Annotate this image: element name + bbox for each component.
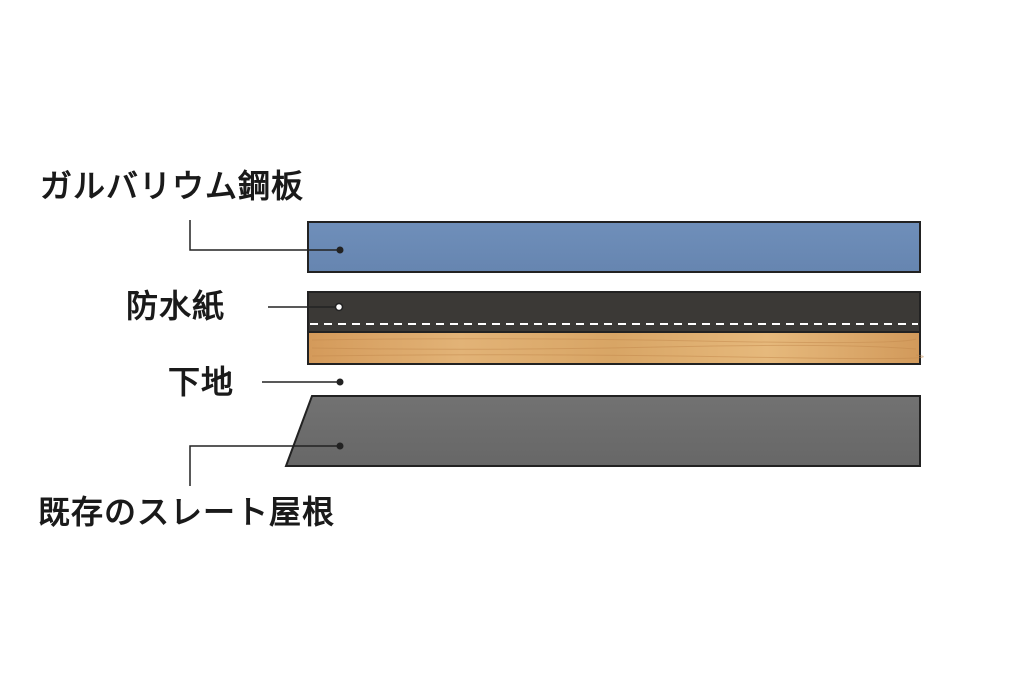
slate-leader-line <box>189 445 340 486</box>
wood-grain <box>311 338 924 360</box>
base-leader-dot <box>336 378 344 386</box>
galvalume-layer <box>307 221 921 273</box>
galvalume-leader-line <box>189 220 340 251</box>
galvalume-label: ガルバリウム鋼板 <box>40 167 305 205</box>
waterproof-paper-label: 防水紙 <box>126 287 226 325</box>
base-label: 下地 <box>168 363 235 401</box>
existing-slate-roof-label: 既存のスレート屋根 <box>38 493 336 531</box>
existing-slate-roof-layer <box>284 395 921 467</box>
waterproof-paper-layer <box>307 291 921 333</box>
slate-leader-dot <box>336 442 344 450</box>
waterproof-paper-leader-dot <box>334 302 344 312</box>
galvalume-leader-dot <box>336 246 344 254</box>
